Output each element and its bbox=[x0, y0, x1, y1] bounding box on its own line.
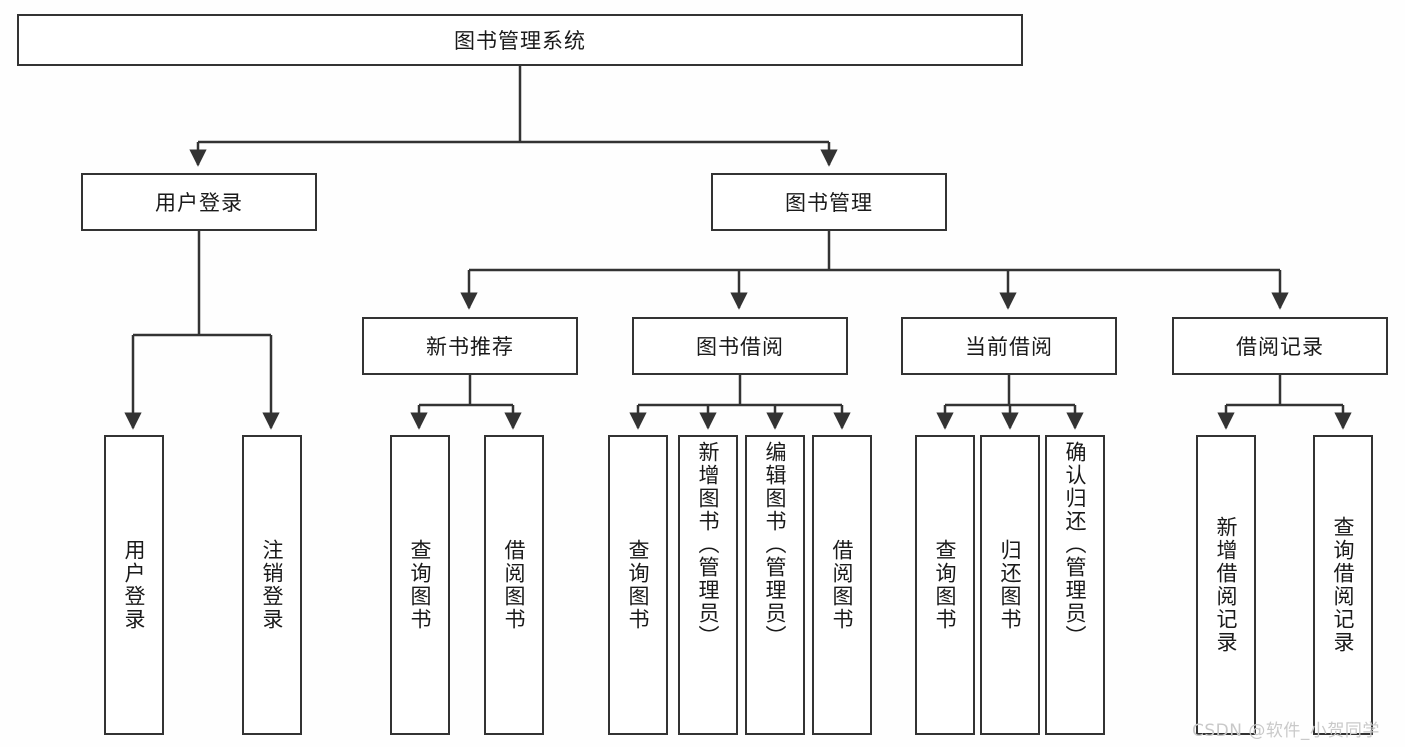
node-label: 图书借阅 bbox=[696, 335, 784, 359]
node-user-login[interactable]: 用户登录 bbox=[81, 173, 317, 231]
leaf-user-logout[interactable]: 注销登录 bbox=[242, 435, 302, 735]
node-label: 编辑图书（管理员） bbox=[763, 441, 788, 648]
node-root-system[interactable]: 图书管理系统 bbox=[17, 14, 1023, 66]
node-label: 新增借阅记录 bbox=[1214, 516, 1239, 654]
node-label: 归还图书 bbox=[998, 539, 1023, 631]
leaf-query-book-current[interactable]: 查询图书 bbox=[915, 435, 975, 735]
node-label: 借阅图书 bbox=[830, 539, 855, 631]
node-label: 图书管理系统 bbox=[454, 29, 586, 53]
node-label: 当前借阅 bbox=[965, 335, 1053, 359]
leaf-borrow-book-recommend[interactable]: 借阅图书 bbox=[484, 435, 544, 735]
leaf-add-borrow-record[interactable]: 新增借阅记录 bbox=[1196, 435, 1256, 735]
node-label: 查询借阅记录 bbox=[1331, 516, 1356, 654]
node-label: 确认归还（管理员） bbox=[1063, 441, 1088, 648]
node-book-borrow[interactable]: 图书借阅 bbox=[632, 317, 848, 375]
node-borrow-records[interactable]: 借阅记录 bbox=[1172, 317, 1388, 375]
leaf-add-book-admin[interactable]: 新增图书（管理员） bbox=[678, 435, 738, 735]
node-label: 借阅图书 bbox=[502, 539, 527, 631]
leaf-return-book[interactable]: 归还图书 bbox=[980, 435, 1040, 735]
node-label: 借阅记录 bbox=[1236, 335, 1324, 359]
node-book-management[interactable]: 图书管理 bbox=[711, 173, 947, 231]
leaf-query-book[interactable]: 查询图书 bbox=[608, 435, 668, 735]
node-label: 查询图书 bbox=[408, 539, 433, 631]
node-label: 用户登录 bbox=[155, 191, 243, 215]
node-label: 查询图书 bbox=[626, 539, 651, 631]
leaf-borrow-book[interactable]: 借阅图书 bbox=[812, 435, 872, 735]
leaf-edit-book-admin[interactable]: 编辑图书（管理员） bbox=[745, 435, 805, 735]
node-label: 新增图书（管理员） bbox=[696, 441, 721, 648]
leaf-query-borrow-record[interactable]: 查询借阅记录 bbox=[1313, 435, 1373, 735]
node-current-borrow[interactable]: 当前借阅 bbox=[901, 317, 1117, 375]
leaf-user-login[interactable]: 用户登录 bbox=[104, 435, 164, 735]
leaf-query-book-recommend[interactable]: 查询图书 bbox=[390, 435, 450, 735]
node-label: 图书管理 bbox=[785, 191, 873, 215]
node-label: 用户登录 bbox=[122, 539, 147, 631]
node-label: 新书推荐 bbox=[426, 335, 514, 359]
node-label: 注销登录 bbox=[260, 539, 285, 631]
csdn-watermark: CSDN @软件_小贺同学 bbox=[1192, 721, 1380, 741]
node-new-book-recommend[interactable]: 新书推荐 bbox=[362, 317, 578, 375]
node-label: 查询图书 bbox=[933, 539, 958, 631]
leaf-confirm-return-admin[interactable]: 确认归还（管理员） bbox=[1045, 435, 1105, 735]
